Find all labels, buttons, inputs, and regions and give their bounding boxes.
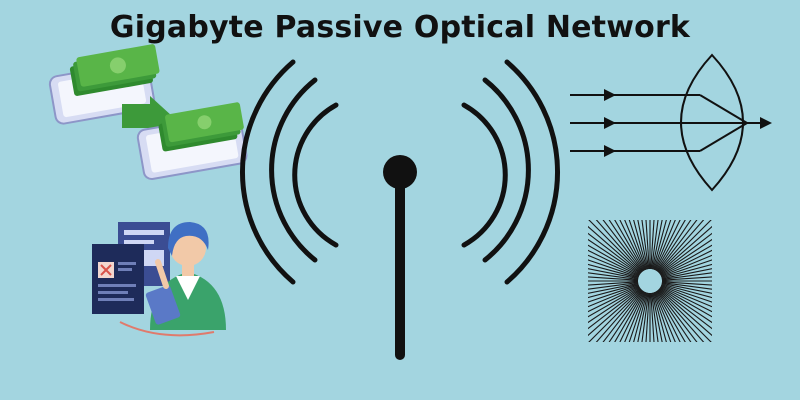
star-ray — [661, 282, 712, 294]
star-ray — [588, 232, 641, 275]
star-ray — [654, 220, 681, 271]
star-ray — [650, 220, 655, 270]
star-ray — [588, 225, 642, 274]
star-ray — [633, 292, 648, 342]
star-ray — [654, 291, 681, 342]
star-ray — [588, 263, 639, 279]
star-ray — [658, 225, 712, 274]
star-ray — [588, 268, 639, 280]
star-ray — [658, 289, 712, 342]
star-ray — [661, 283, 712, 299]
star-ray — [651, 292, 663, 342]
star-ray — [588, 281, 639, 286]
star-ray — [588, 283, 639, 299]
star-ray — [641, 292, 649, 342]
star-ray — [659, 232, 712, 275]
star-ray — [588, 249, 640, 277]
star-ray — [588, 254, 640, 277]
star-ray — [602, 220, 644, 272]
star-ray — [624, 291, 646, 342]
star-ray — [652, 292, 667, 342]
star-ray — [661, 259, 712, 278]
star-ray — [651, 292, 659, 342]
star-ray — [588, 285, 640, 308]
star-ray — [659, 287, 712, 324]
star-ray — [655, 220, 686, 271]
star-ray — [588, 284, 639, 303]
star-ray — [588, 288, 642, 337]
star-ray — [658, 220, 712, 273]
star-ray — [661, 276, 712, 281]
star-ray — [628, 220, 647, 270]
star-ray — [661, 263, 712, 279]
banner-title: Gigabyte Passive Optical Network — [109, 10, 691, 45]
star-ray — [656, 220, 698, 272]
star-ray — [656, 290, 692, 342]
star-ray — [645, 220, 650, 270]
star-ray — [588, 286, 640, 318]
star-ray — [588, 289, 642, 342]
star-ray — [654, 220, 676, 271]
star-ray — [614, 291, 645, 342]
star-ray — [628, 292, 647, 342]
star-ray — [637, 220, 649, 270]
star-ray — [654, 291, 676, 342]
star-ray — [633, 220, 648, 270]
star-ray — [660, 244, 712, 276]
star-ray — [588, 285, 640, 313]
star-ray — [660, 286, 712, 318]
star-ray — [659, 238, 712, 275]
star-ray — [588, 220, 642, 273]
star-ray — [588, 272, 639, 280]
star-ray — [661, 272, 712, 280]
star-ray — [637, 292, 649, 342]
star-ray — [651, 220, 663, 270]
star-ray — [588, 259, 639, 278]
star-ray — [661, 268, 712, 280]
star-ray — [660, 254, 712, 277]
star-ray — [659, 287, 712, 330]
star-ray — [619, 220, 646, 271]
star-ray — [641, 220, 649, 270]
star-ray — [619, 291, 646, 342]
star-ray — [614, 220, 645, 271]
star-ray — [656, 290, 698, 342]
star-ray — [653, 220, 672, 270]
star-ray — [588, 244, 640, 276]
star-ray — [588, 238, 641, 275]
star-ray — [608, 290, 644, 342]
star-ray — [595, 220, 643, 273]
star-ray — [655, 291, 686, 342]
star-ray — [657, 220, 705, 273]
star-ray — [660, 249, 712, 277]
star-ray — [588, 276, 639, 281]
star-ray — [660, 285, 712, 313]
star-ray — [588, 287, 641, 330]
star-ray — [661, 282, 712, 290]
star-ray — [588, 282, 639, 294]
star-ray — [652, 220, 667, 270]
star-ray — [645, 292, 650, 342]
star-ray — [588, 282, 639, 290]
star-ray — [650, 292, 655, 342]
star-ray — [651, 220, 659, 270]
star-ray — [656, 220, 692, 272]
star-ray — [660, 285, 712, 308]
star-ray — [624, 220, 646, 271]
star-ray — [661, 284, 712, 303]
star-ray — [661, 281, 712, 286]
star-ray — [588, 287, 641, 324]
star-ray — [602, 290, 644, 342]
star-ray — [608, 220, 644, 272]
star-ray — [658, 288, 712, 337]
star-ray — [657, 289, 705, 342]
star-ray — [653, 292, 672, 342]
star-ray — [595, 289, 643, 342]
